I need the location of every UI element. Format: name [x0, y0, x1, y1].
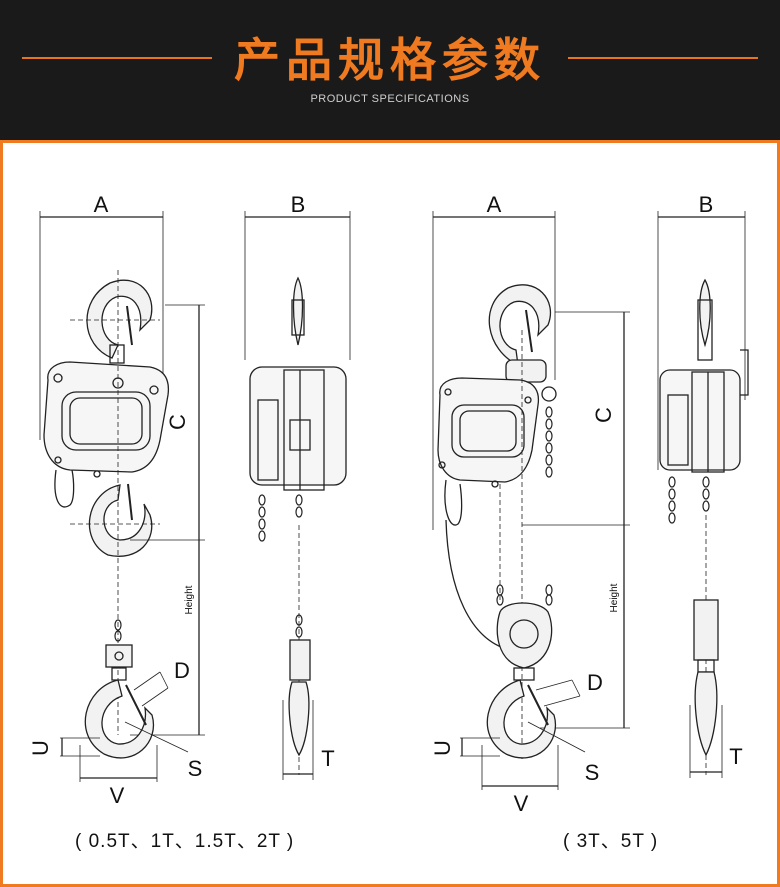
right-label-height: Height	[609, 583, 620, 612]
left-label-a: A	[94, 192, 109, 217]
right-label-s: S	[585, 760, 600, 785]
spec-frame	[0, 140, 780, 887]
left-label-b: B	[291, 192, 306, 217]
left-label-u: U	[28, 740, 53, 756]
page-title: 产品规格参数	[234, 33, 546, 87]
left-front-view	[39, 211, 205, 782]
right-side-view	[657, 211, 749, 778]
left-label-height: Height	[184, 585, 195, 614]
left-label-v: V	[110, 783, 125, 808]
right-label-c: C	[591, 407, 616, 423]
left-label-t: T	[321, 746, 334, 771]
header-banner: 产品规格参数 PRODUCT SPECIFICATIONS	[0, 0, 780, 140]
header-left-rule	[22, 57, 212, 59]
right-label-v: V	[514, 791, 529, 816]
header-right-rule	[568, 57, 758, 59]
right-caption: ( 3T、5T )	[563, 831, 659, 852]
right-label-a: A	[487, 192, 502, 217]
left-label-d: D	[174, 658, 190, 683]
right-front-view	[432, 211, 630, 790]
left-label-c: C	[165, 414, 190, 430]
left-side-view	[244, 211, 351, 780]
right-label-t: T	[729, 744, 742, 769]
right-label-u: U	[430, 740, 455, 756]
right-label-d: D	[587, 670, 603, 695]
left-label-s: S	[188, 756, 203, 781]
left-caption: ( 0.5T、1T、1.5T、2T )	[75, 831, 295, 852]
right-label-b: B	[699, 192, 714, 217]
page-subtitle: PRODUCT SPECIFICATIONS	[310, 93, 470, 105]
